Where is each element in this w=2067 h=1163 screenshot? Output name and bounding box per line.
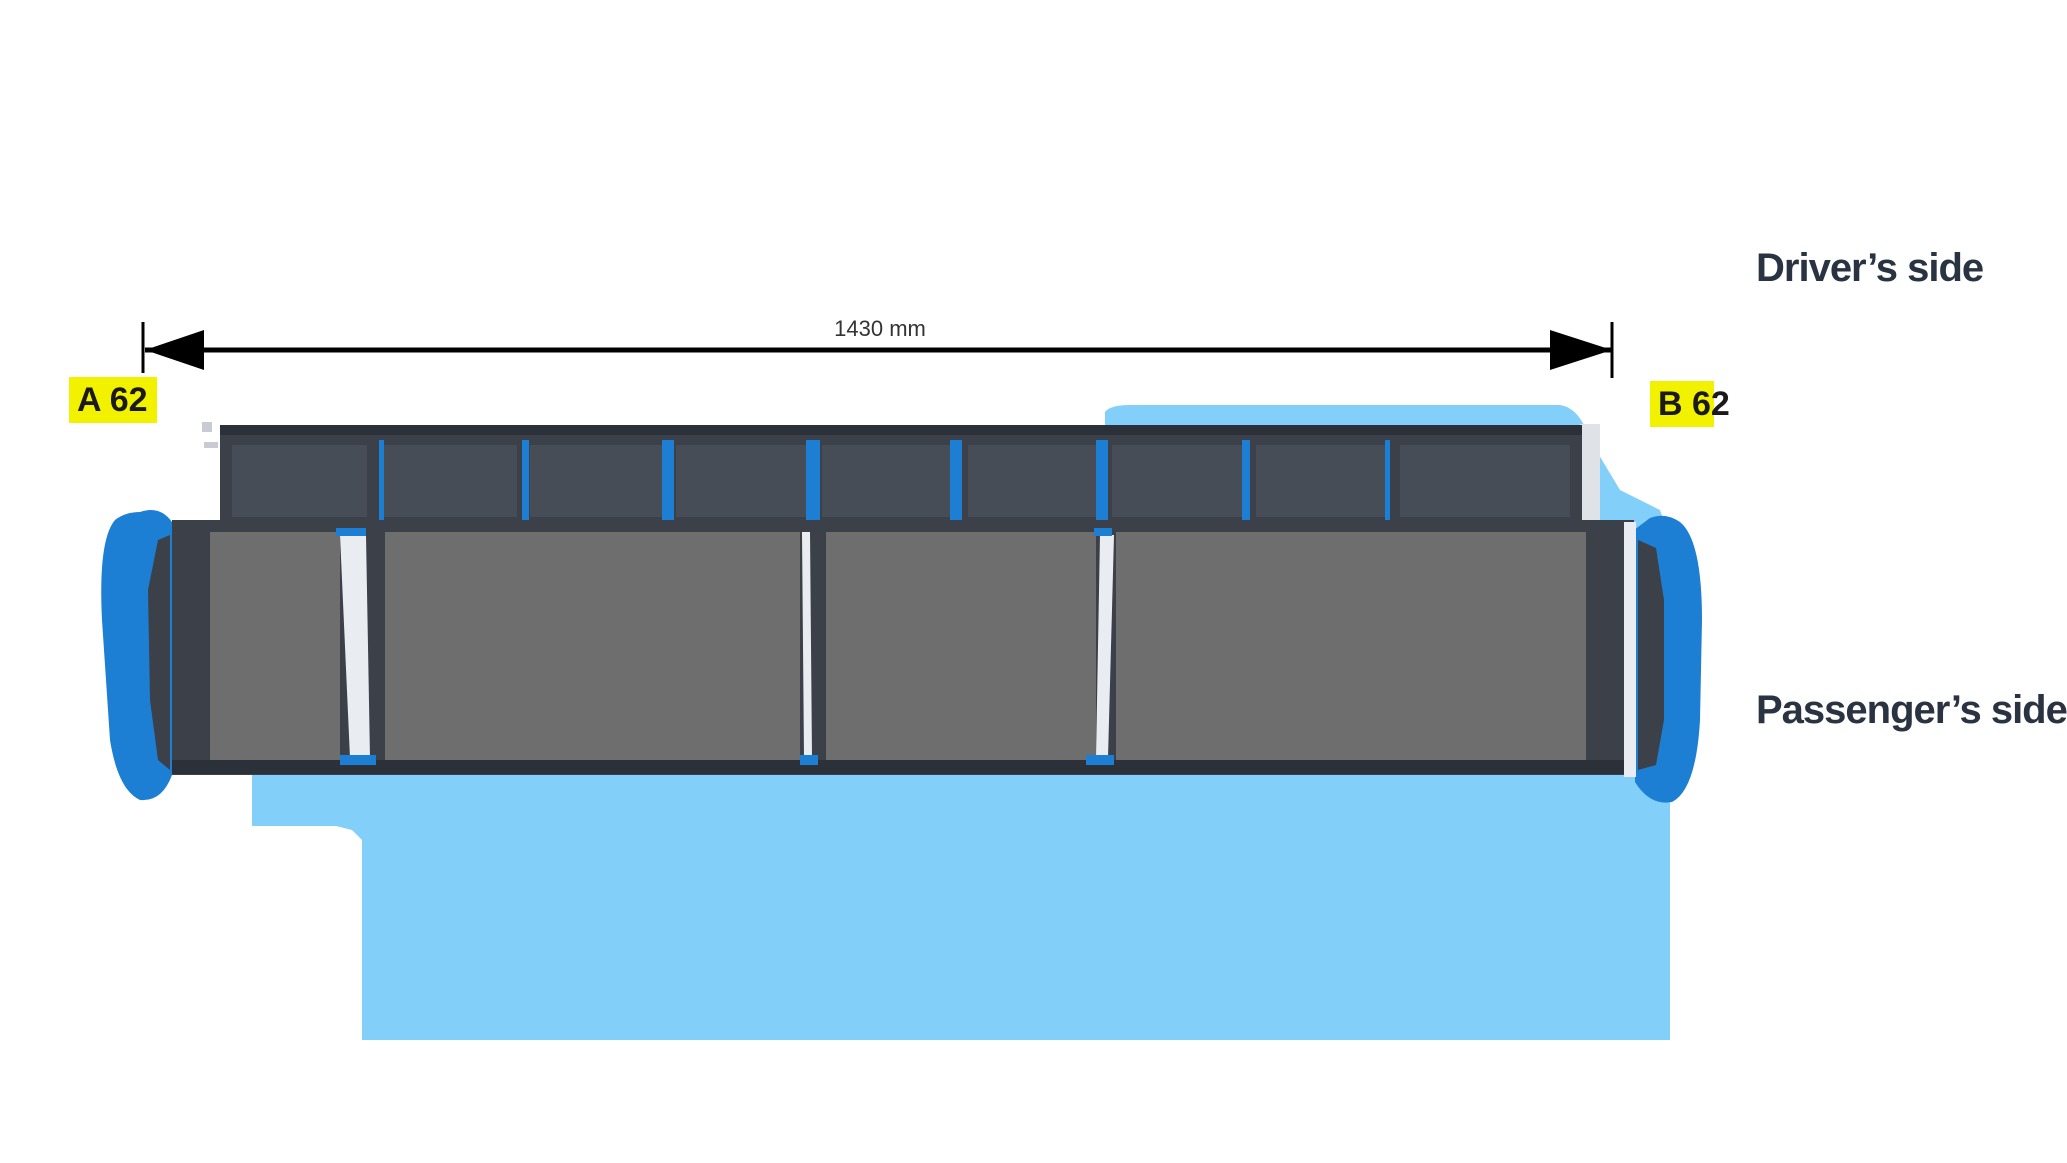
passengers-side-label: Passenger’s side — [1756, 688, 2067, 732]
dimension-arrow-right — [1550, 330, 1612, 370]
lower-panel-2 — [385, 532, 800, 760]
upper-shelf-blue-dividers — [379, 440, 1390, 522]
dimension-arrow-left — [145, 330, 204, 370]
upper-shelf-compartments — [232, 445, 1570, 517]
separator-feet — [336, 528, 1114, 765]
dimension-label: 1430 mm — [834, 316, 926, 341]
separator-3 — [1096, 535, 1114, 758]
right-bracket-detail — [1580, 424, 1600, 524]
vehicle-floor-main — [362, 760, 1670, 1040]
separator-2 — [802, 532, 812, 758]
drivers-side-label: Driver’s side — [1756, 246, 1984, 290]
vehicle-floor-left-step — [252, 770, 372, 826]
lower-shelf-bottom-rail — [172, 760, 1634, 774]
left-bracket-detail-2 — [204, 442, 218, 448]
upper-shelf-top-rail — [220, 425, 1582, 435]
lower-panel-3 — [826, 532, 1096, 760]
lower-panel-4 — [1116, 532, 1586, 760]
separator-1 — [340, 535, 370, 758]
marker-b-tag: B 62 — [1650, 381, 1730, 427]
left-end-cap-inner — [148, 535, 170, 770]
lower-panel-1 — [210, 532, 340, 760]
marker-a-tag: A 62 — [69, 377, 157, 423]
right-end-strip — [1624, 522, 1636, 777]
right-end-cap-inner — [1638, 540, 1664, 770]
left-bracket-detail — [202, 422, 212, 432]
